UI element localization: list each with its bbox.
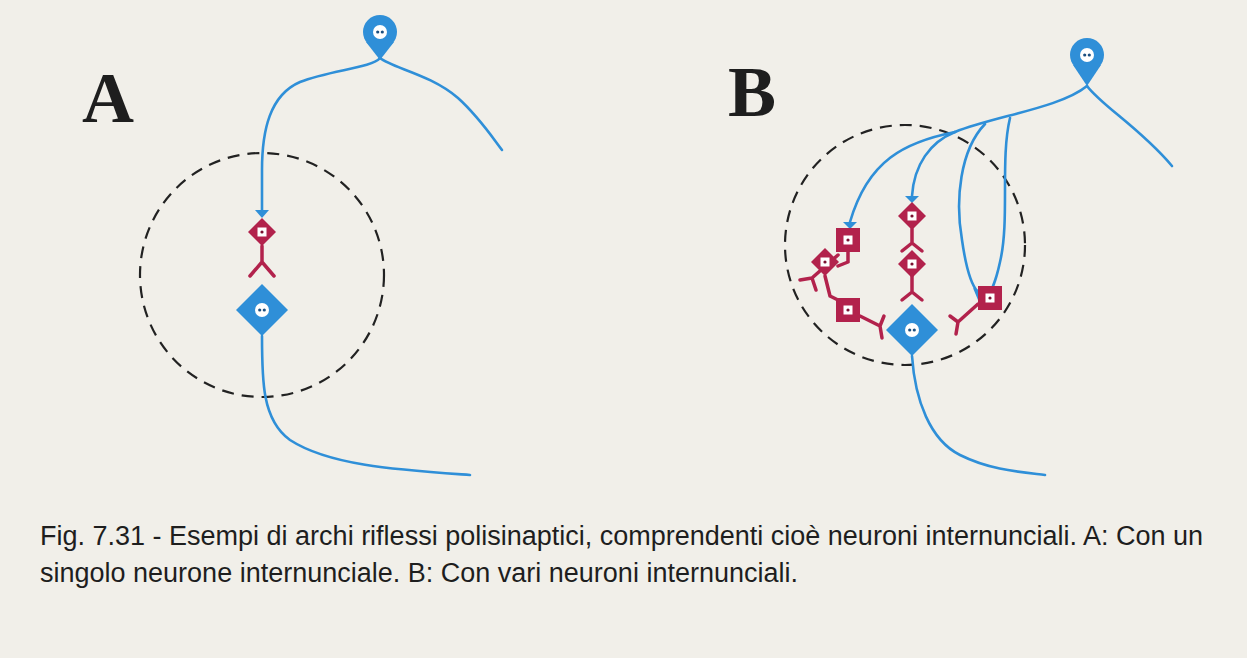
- panel-letter: B: [728, 56, 776, 128]
- sensory-soma-taper: [366, 42, 394, 60]
- motor-neuron: [236, 284, 288, 336]
- interneuron-terminal: [250, 246, 274, 276]
- sensory-soma-taper: [1073, 65, 1101, 86]
- nucleus: [373, 25, 387, 39]
- panel-a: [140, 15, 502, 475]
- axon-terminals: [843, 196, 984, 300]
- interneurons: [811, 202, 1002, 322]
- nucleus: [1080, 48, 1094, 62]
- axon-terminal: [255, 210, 269, 218]
- figure-caption: Fig. 7.31 - Esempi di archi riflessi pol…: [40, 518, 1205, 592]
- interneuron: [248, 218, 276, 246]
- spinal-region-circle: [785, 125, 1025, 365]
- nucleus: [258, 228, 267, 237]
- motor-neuron: [886, 304, 938, 356]
- nucleus: [905, 323, 919, 337]
- sensory-neuron-fibres: [850, 86, 1172, 475]
- interneuron-terminals: [800, 229, 978, 338]
- nucleus: [255, 303, 269, 317]
- panel-b: [785, 38, 1172, 475]
- panel-letter: A: [82, 62, 134, 134]
- sensory-neuron-fibres: [262, 58, 502, 475]
